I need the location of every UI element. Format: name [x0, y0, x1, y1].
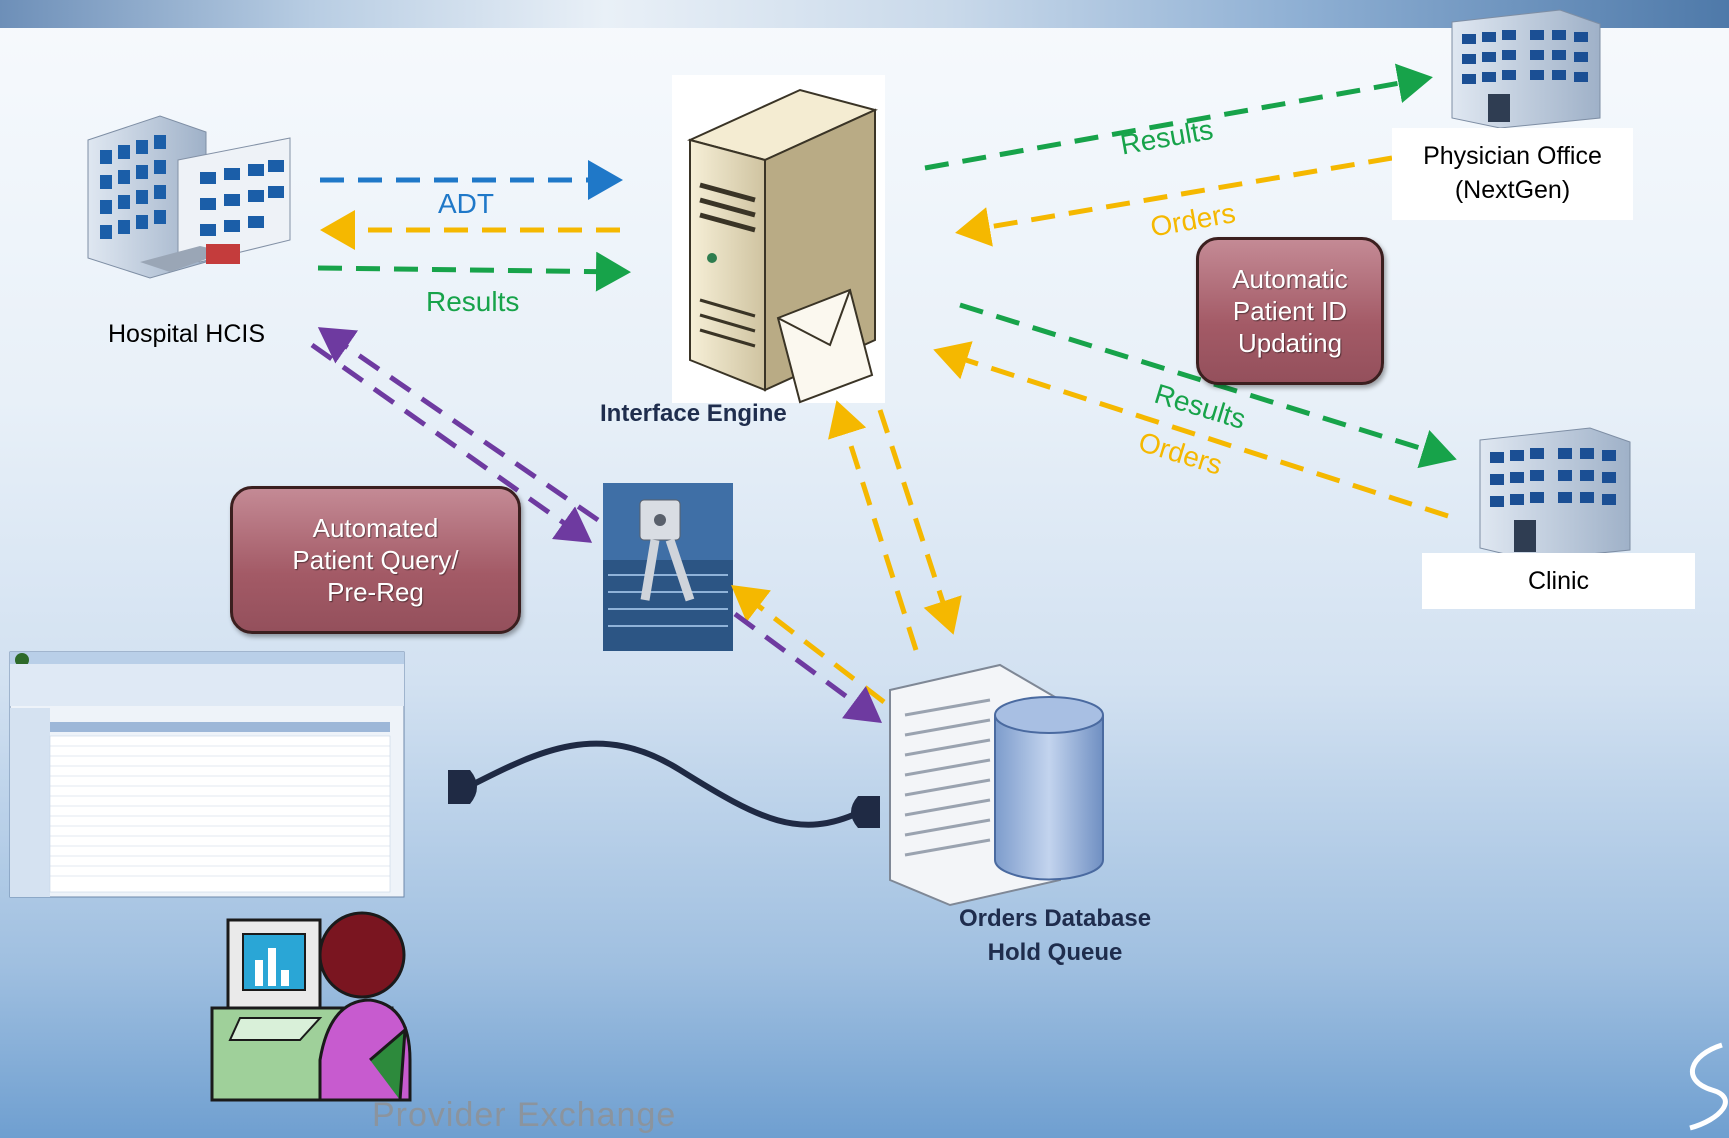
orders-database-icon — [889, 663, 1104, 907]
physician-office-label: Physician Office — [1423, 142, 1602, 170]
results-to-clinic-arrow — [959, 302, 1457, 469]
results-hospital-label: Results — [426, 286, 520, 317]
company-logo-icon — [1689, 1042, 1728, 1131]
orders-from-clinic-arrow — [933, 341, 1449, 519]
physician-office-building-icon — [1451, 9, 1601, 129]
interface-engine-server-icon — [672, 75, 885, 404]
query-engine-to-db-arrow — [877, 409, 962, 635]
robot-to-hospital-arrow — [317, 327, 600, 523]
hospital-label: Hospital HCIS — [108, 320, 265, 348]
db-to-engine-arrow — [828, 400, 919, 651]
hospital-building-icon — [87, 115, 291, 279]
clinic-label: Clinic — [1527, 567, 1590, 595]
automatic-patient-id-callout: Automatic Patient ID Updating — [1196, 237, 1384, 385]
robot-to-db-arrow — [733, 611, 883, 723]
provider-exchange-screenshot-thumbnail — [9, 651, 405, 898]
provider-exchange-title: Provider Exchange — [372, 1096, 677, 1134]
connection-cable-icon — [448, 740, 880, 828]
clinic-building-icon — [1479, 427, 1631, 561]
automation-robot-icon — [603, 483, 733, 651]
automated-query-line-3: Pre-Reg — [327, 577, 424, 607]
automatic-id-line-2: Patient ID — [1232, 296, 1348, 326]
automated-query-line-1: Automated — [312, 513, 439, 543]
results-to-engine-arrow — [317, 251, 631, 292]
interface-engine-label: Interface Engine — [600, 400, 787, 427]
provider-user-clipart-icon — [210, 911, 412, 1102]
automated-patient-query-callout: Automated Patient Query/ Pre-Reg — [230, 486, 521, 634]
automatic-id-line-1: Automatic — [1232, 264, 1348, 294]
db-to-robot-arrow — [731, 584, 886, 704]
orders-from-physician-arrow — [955, 155, 1393, 247]
results-to-physician-arrow — [924, 63, 1433, 171]
automatic-id-line-3: Updating — [1237, 328, 1343, 358]
automated-query-line-2: Patient Query/ — [292, 545, 459, 575]
header-band — [0, 0, 1729, 28]
orders-database-sublabel: Hold Queue — [987, 939, 1123, 966]
orders-database-label: Orders Database — [958, 905, 1152, 932]
adt-flow-label: ADT — [438, 188, 494, 219]
clinic-label-box — [1422, 553, 1695, 609]
physician-office-label-box — [1392, 128, 1633, 220]
hospital-to-robot-arrow — [310, 342, 593, 543]
physician-office-sublabel: (NextGen) — [1454, 176, 1571, 204]
